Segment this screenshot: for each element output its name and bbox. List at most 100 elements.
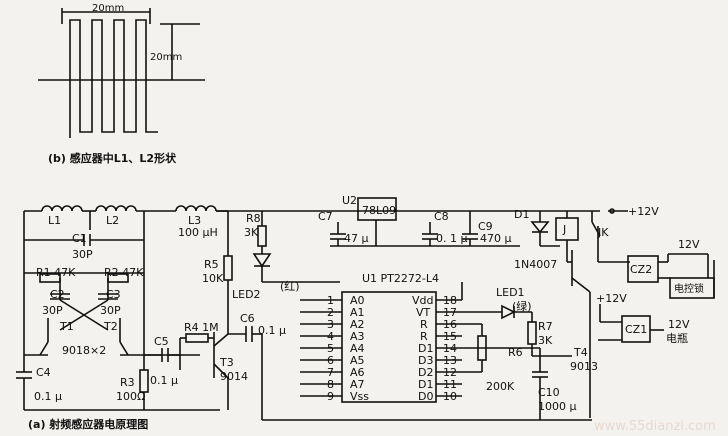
ic-pin-name: A5: [350, 354, 365, 367]
ic-pin-name: Vss: [350, 390, 369, 403]
ic-pin-name: A0: [350, 294, 365, 307]
label-LED1: LED1: [496, 286, 525, 299]
label-C6-value: 0.1 μ: [258, 324, 286, 337]
label-C8: C8: [434, 210, 449, 223]
ic-pin-number: 14: [443, 342, 457, 355]
ic-pin-name: A3: [350, 330, 365, 343]
label-T3: T3: [219, 356, 234, 369]
ic-pin-name: Vdd: [412, 294, 434, 307]
label-CZ2: CZ2: [630, 263, 652, 276]
ic-pin-name: A7: [350, 378, 365, 391]
ic-pin-name: VT: [416, 306, 431, 319]
label-R4: R4 1M: [184, 321, 219, 334]
label-12v-battery: 12V: [668, 318, 690, 331]
ic-left-pins: 1 A0 2 A1 3 A2 4 A3 5 A4 6 A5 7 A6 8 A7 …: [327, 294, 369, 403]
sensor-caption: (b) 感应器中L1、L2形状: [48, 151, 177, 165]
connectors: [598, 253, 715, 343]
label-D1-value: 1N4007: [514, 258, 557, 271]
ic-pin-number: 11: [443, 378, 457, 391]
watermark: www.55dianzi.com: [594, 419, 716, 434]
ic-pin-number: 1: [327, 294, 334, 307]
power-supply: [330, 197, 520, 247]
ic-pin-name: D2: [418, 366, 433, 379]
label-CZ1: CZ1: [625, 323, 647, 336]
label-R3-value: 100Ω: [116, 390, 145, 403]
ic-pin-name: R: [420, 318, 428, 331]
label-R5: R5: [204, 258, 219, 271]
ic-pin-name: D0: [418, 390, 433, 403]
ic-pin-name: D1: [418, 378, 433, 391]
sensor-coil-figure: [38, 8, 205, 138]
ic-pin-number: 17: [443, 306, 457, 319]
ic-pin-number: 13: [443, 354, 457, 367]
label-LED1-color: (绿): [512, 299, 532, 313]
ic-pin-name: D3: [418, 354, 433, 367]
sensor-width-label: 20mm: [92, 3, 124, 14]
label-C5-value: 0.1 μ: [150, 374, 178, 387]
ic-pin-number: 3: [327, 318, 334, 331]
label-LED2: LED2: [232, 288, 261, 301]
label-R7-value: 3K: [538, 334, 553, 347]
label-T4: T4: [573, 346, 588, 359]
label-R6: R6: [508, 346, 523, 359]
ic-pin-name: A4: [350, 342, 365, 355]
oscillator-wiring: [16, 205, 600, 421]
ic-right-pins: Vdd 18 VT 17 R 16 R 15 D1 14 D3 13 D2 12…: [412, 294, 457, 403]
label-R1: R1 47K: [36, 266, 76, 279]
ic-pin-number: 6: [327, 354, 334, 367]
label-C3: C3: [106, 288, 121, 301]
ic-pin-name: R: [420, 330, 428, 343]
label-C7: C7: [318, 210, 333, 223]
label-T2: T2: [103, 320, 118, 333]
label-R6-value: 200K: [486, 380, 515, 393]
label-C5: C5: [154, 335, 169, 348]
decoder-ic: [300, 282, 540, 403]
label-C8-value: 0. 1 μ: [436, 232, 468, 245]
label-C10: C10: [538, 386, 560, 399]
label-C9: C9: [478, 220, 493, 233]
label-U1: U1 PT2272-L4: [362, 272, 439, 285]
ic-pin-number: 7: [327, 366, 334, 379]
sensor-height-label: 20mm: [150, 52, 182, 63]
ic-pin-number: 10: [443, 390, 457, 403]
ic-pin-number: 12: [443, 366, 457, 379]
label-electric-lock: 电控锁: [674, 282, 704, 295]
label-C4-value: 0.1 μ: [34, 390, 62, 403]
label-plus12v-cz1: +12V: [596, 292, 627, 305]
ic-pin-number: 4: [327, 330, 334, 343]
ic-pin-number: 9: [327, 390, 334, 403]
label-C2: C2: [50, 288, 65, 301]
label-12v-lock: 12V: [678, 238, 700, 251]
label-plus12v-top: +12V: [628, 205, 659, 218]
ic-pin-number: 5: [327, 342, 334, 355]
label-L3-value: 100 μH: [178, 226, 218, 239]
label-D1: D1: [514, 208, 529, 221]
label-C1-value: 30P: [72, 248, 93, 261]
ic-pin-name: A1: [350, 306, 365, 319]
label-L3: L3: [188, 214, 201, 227]
label-L1: L1: [48, 214, 61, 227]
ic-pin-number: 18: [443, 294, 457, 307]
ic-pin-name: A2: [350, 318, 365, 331]
label-U2-value: 78L09: [362, 204, 396, 217]
label-T4-value: 9013: [570, 360, 598, 373]
main-caption: (a) 射频感应器电原理图: [28, 417, 148, 431]
label-battery: 电瓶: [666, 331, 688, 345]
label-C3-value: 30P: [100, 304, 121, 317]
label-L2: L2: [106, 214, 119, 227]
label-C4: C4: [36, 366, 51, 379]
label-R8: R8: [246, 212, 261, 225]
ic-pin-name: D1: [418, 342, 433, 355]
label-R8-value: 3K: [244, 226, 259, 239]
label-C9-value: 470 μ: [480, 232, 512, 245]
label-C2-value: 30P: [42, 304, 63, 317]
ic-pin-number: 2: [327, 306, 334, 319]
ic-pin-number: 16: [443, 318, 457, 331]
label-T1: T1: [59, 320, 74, 333]
label-relay-JK: JK: [597, 226, 609, 239]
label-U2: U2: [342, 194, 357, 207]
label-R7: R7: [538, 320, 553, 333]
label-C10-value: 1000 μ: [538, 400, 577, 413]
ic-pin-number: 8: [327, 378, 334, 391]
